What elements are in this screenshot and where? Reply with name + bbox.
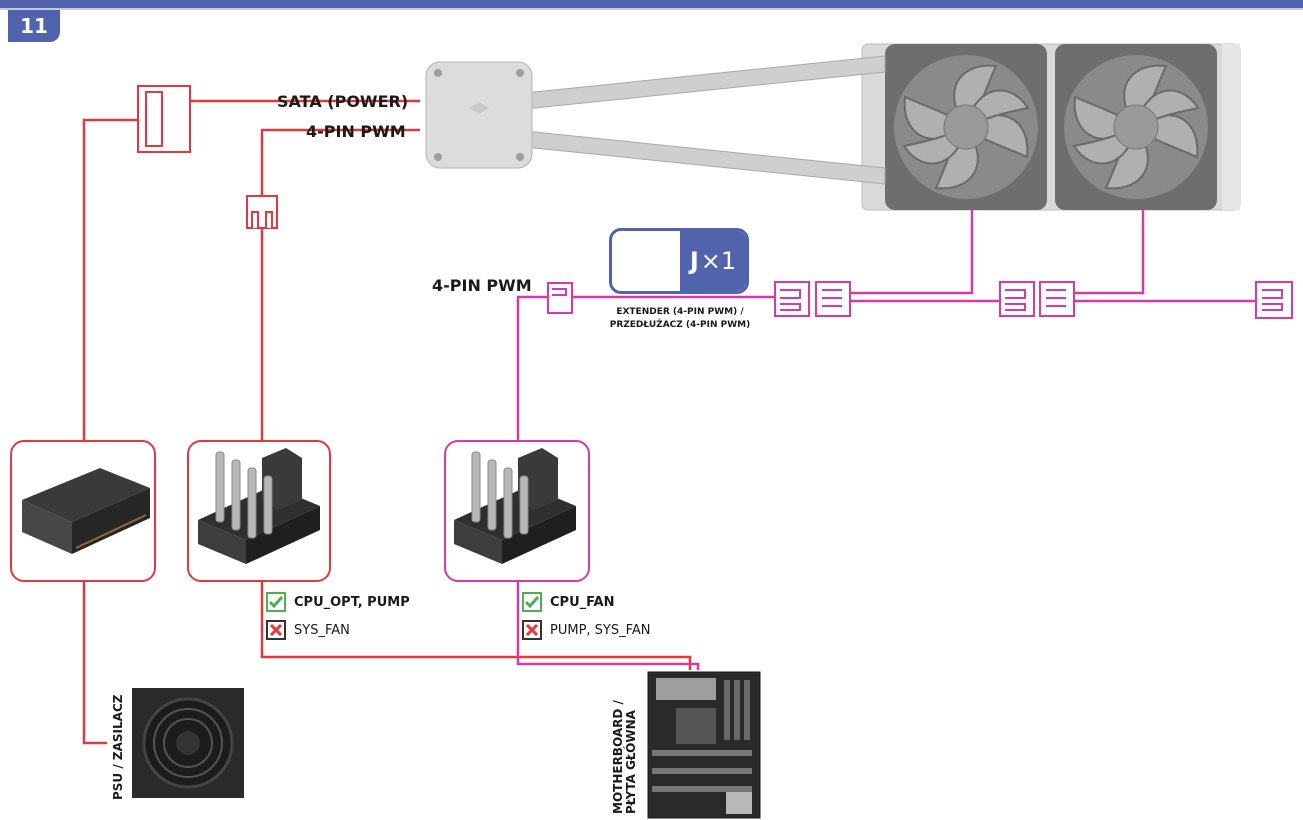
motherboard-image [647,671,761,819]
coolant-tubes [514,55,886,185]
pump-pwm-label: 4-PIN PWM [306,122,406,141]
motherboard-label: MOTHERBOARD / PŁYTA GŁÓWNA [611,700,638,814]
pump-compat-ok: CPU_OPT, PUMP [266,592,410,612]
extender-label-line-1: EXTENDER (4-PIN PWM) / [616,307,744,317]
pump-compat-no: SYS_FAN [266,620,350,640]
sata-connector-icon [137,85,191,153]
cross-icon [522,620,542,640]
fan-cable-connectors [547,281,1293,319]
psu-label: PSU / ZASILACZ [111,694,125,800]
fan-compat-no-text: PUMP, SYS_FAN [550,622,651,638]
fan-cables [516,210,1256,670]
pump-pwm-connector-icon [246,195,278,229]
fan-2-end-connector-icon [1255,281,1293,319]
header-bar [0,0,1303,8]
fan-compat-no: PUMP, SYS_FAN [522,620,651,640]
accessory-quantity: J×1 [680,231,746,291]
checkmark-icon [266,592,286,612]
pump-header-art [198,448,320,564]
extender-label: EXTENDER (4-PIN PWM) / PRZEDŁUŻACZ (4-PI… [593,306,767,332]
accessory-badge: J×1 [609,228,749,294]
psu-image [132,688,244,798]
cpu-fan-header-art [454,448,576,564]
extender-connector-icon [774,281,851,317]
fan-compat-ok-text: CPU_FAN [550,594,615,610]
sata-power-label: SATA (POWER) [277,92,409,111]
motherboard-label-line-2: PŁYTA GŁÓWNA [624,710,638,814]
header-rule [0,8,1303,10]
accessory-letter: J [689,247,699,275]
sata-adapter-art [22,468,150,554]
pump-block-image [425,61,533,169]
radiator-image [861,43,1241,211]
fan-pwm-label: 4-PIN PWM [432,276,532,295]
checkmark-icon [522,592,542,612]
accessory-count: ×1 [700,247,737,275]
cross-icon [266,620,286,640]
pump-compat-no-text: SYS_FAN [294,622,350,638]
pump-compat-ok-text: CPU_OPT, PUMP [294,594,410,610]
fan-compat-ok: CPU_FAN [522,592,614,612]
step-number: 11 [8,10,60,42]
fan-1-icon [885,44,1047,210]
extender-label-line-2: PRZEDŁUŻACZ (4-PIN PWM) [609,320,751,330]
fan-2-icon [1055,44,1217,210]
fan-1-connector-icon [999,281,1075,317]
